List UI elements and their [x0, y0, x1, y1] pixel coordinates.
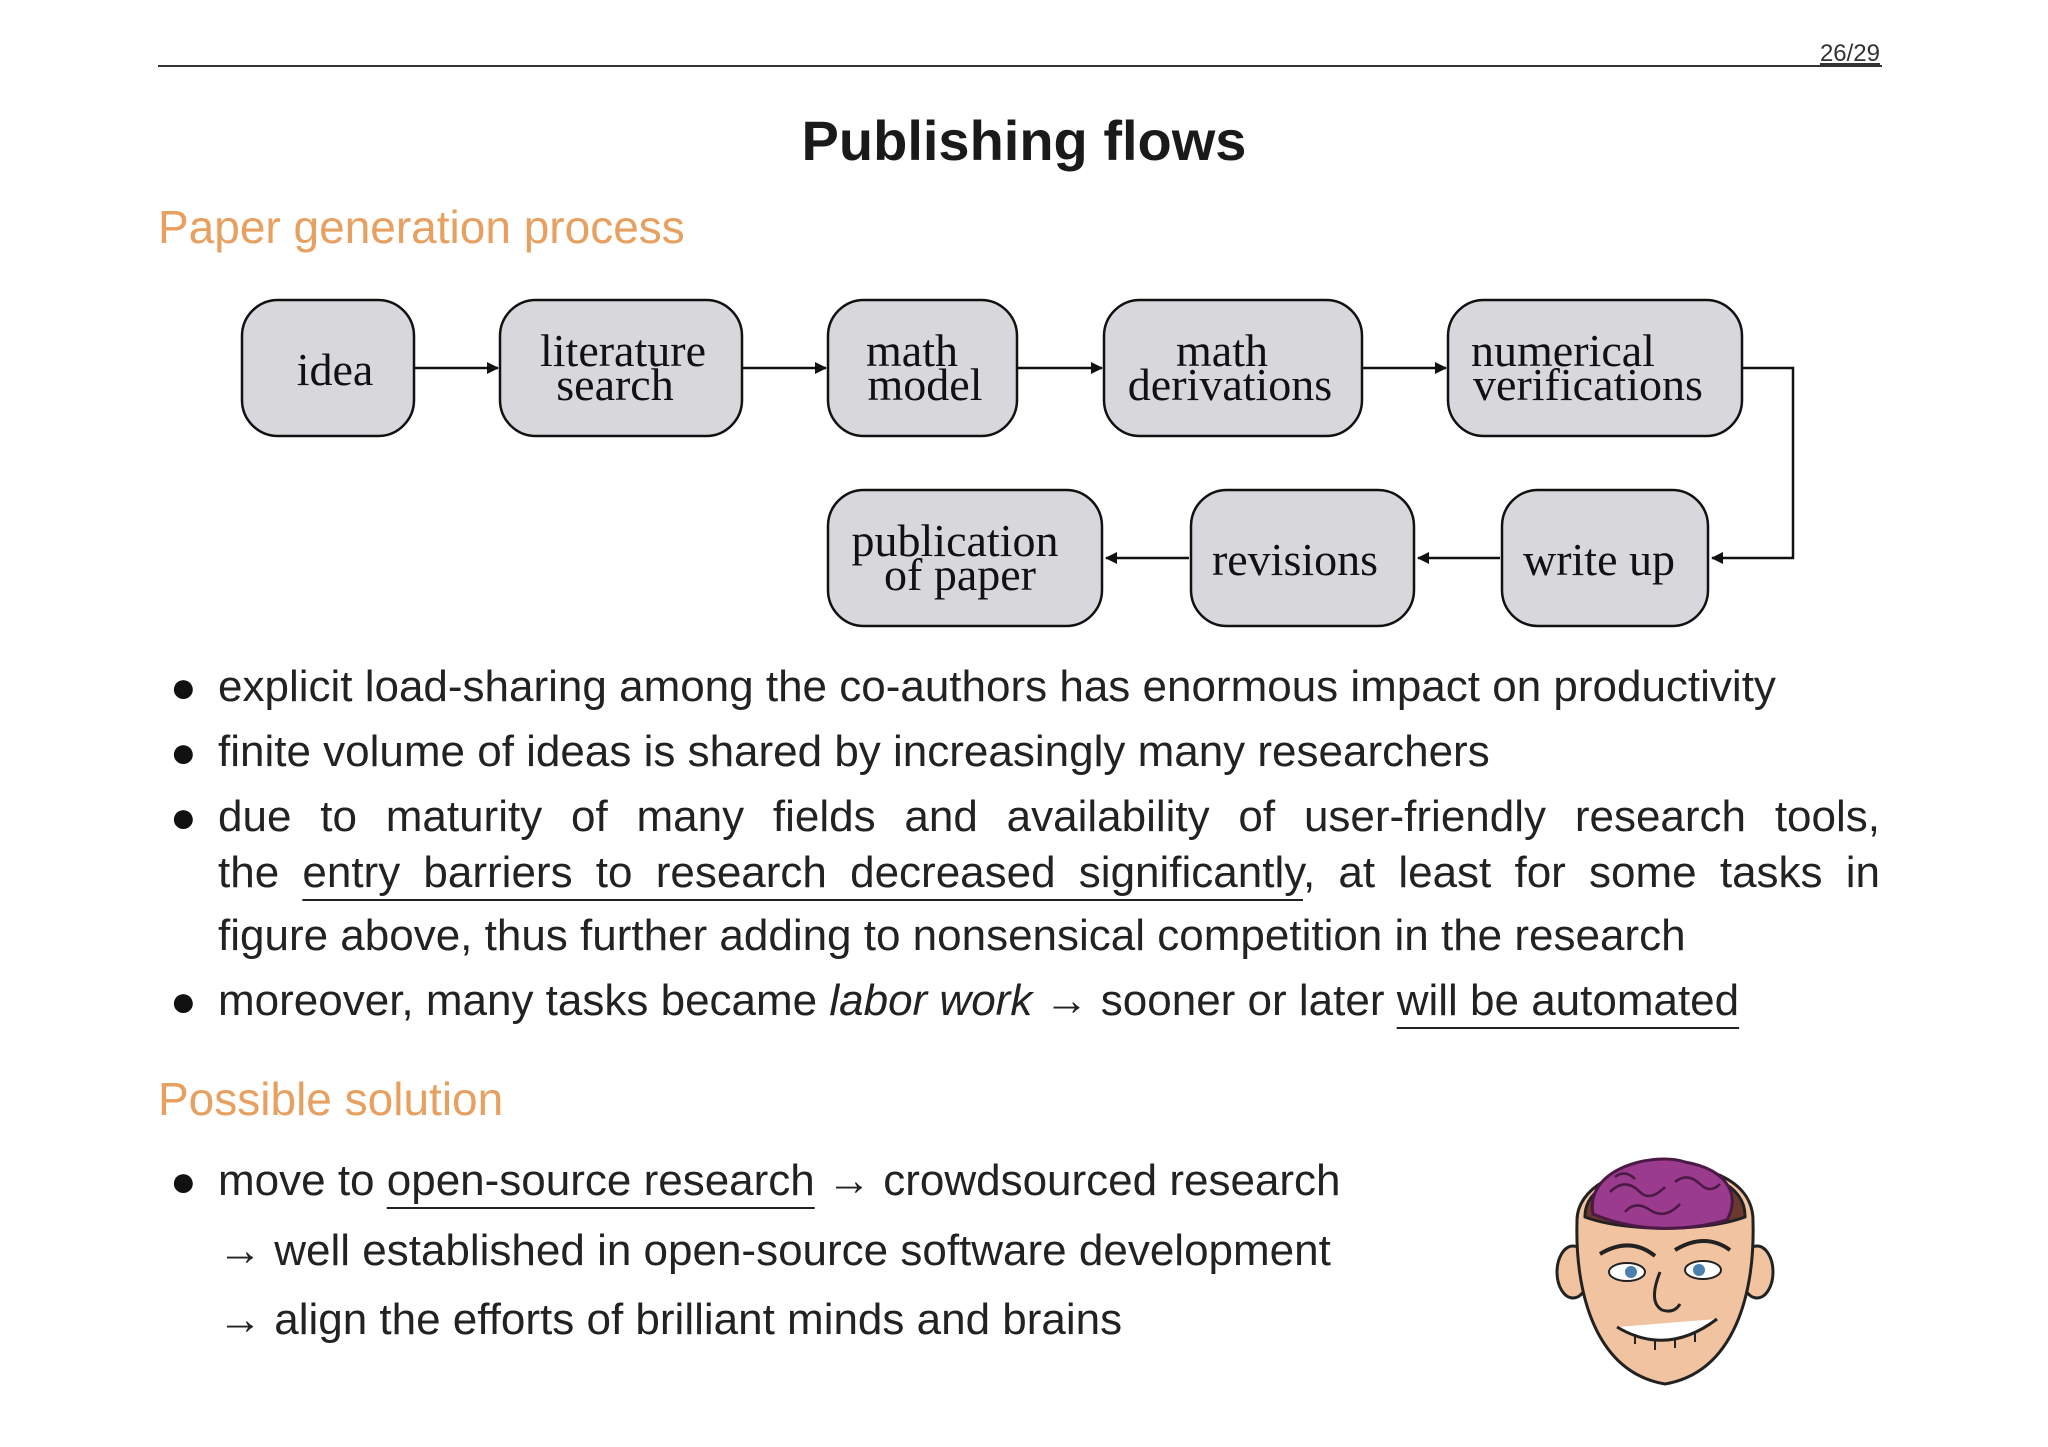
node-numerical-verifications: numerical verifications [1446, 298, 1744, 438]
node-math-model: math model [826, 298, 1019, 438]
bullet-dot: ● [170, 1157, 197, 1206]
node-math-derivations-label-2: derivations [1128, 359, 1332, 410]
text-segment: move to [218, 1156, 387, 1205]
header-rule [158, 65, 1882, 67]
bullet-finite-volume: finite volume of ideas is shared by incr… [218, 727, 1490, 776]
sub-item-brilliant-minds: → align the efforts of brilliant minds a… [218, 1295, 1123, 1344]
node-literature-search: literature search [498, 298, 744, 438]
bullet-dot: ● [170, 793, 197, 842]
node-write-up: write up [1500, 488, 1710, 628]
bullet-dot: ● [170, 728, 197, 777]
node-math-model-label-1: math [866, 325, 958, 376]
node-write-up-label: write up [1523, 534, 1675, 585]
bullet-maturity-line-3: figure above, thus further adding to non… [218, 911, 1686, 960]
node-revisions: revisions [1189, 488, 1416, 628]
node-numerical-verifications-label-1: numerical [1471, 325, 1655, 376]
node-publication-label-1: publication [852, 515, 1059, 566]
underlined-will-be-automated: will be automated [1396, 976, 1740, 1025]
node-literature-search-label-2: search [556, 359, 673, 410]
paper-generation-flow-diagram: idea literature search math model math d… [240, 298, 1795, 628]
node-math-model-label-2: model [868, 359, 983, 410]
node-numerical-verifications-label-2: verifications [1473, 359, 1703, 410]
bullet-maturity-line-2: the entry barriers to research decreased… [218, 842, 1880, 904]
text-segment: → crowdsourced research [814, 1156, 1341, 1205]
text-segment: → sooner or later [1032, 976, 1397, 1025]
bullet-dot: ● [170, 977, 197, 1026]
cartoon-brain-head-icon [1555, 1157, 1775, 1386]
text-segment: moreover, many tasks became [218, 976, 830, 1025]
page-number[interactable]: 26/29 [1819, 40, 1880, 67]
bullet-labor-work: moreover, many tasks became labor work →… [218, 970, 1739, 1032]
text-segment: , at least for some tasks in [1302, 848, 1881, 897]
text-segment: the [218, 848, 303, 897]
slide-title: Publishing flows [801, 109, 1247, 172]
node-idea-label: idea [297, 344, 374, 395]
emphasis-labor-work: labor work [829, 976, 1033, 1025]
underlined-entry-barriers: entry barriers to research decreased sig… [302, 848, 1303, 897]
section-heading-paper-generation: Paper generation process [158, 201, 685, 253]
node-math-derivations-label-1: math [1176, 325, 1268, 376]
node-publication-label-2: of paper [884, 549, 1036, 600]
node-revisions-label: revisions [1212, 534, 1378, 585]
section-heading-possible-solution: Possible solution [158, 1073, 504, 1125]
edge-numerical-verifications-to-write-up [1711, 366, 1795, 564]
underlined-open-source-research: open-source research [386, 1156, 815, 1205]
node-publication-of-paper: publication of paper [826, 488, 1104, 628]
bullet-maturity-line-1: due to maturity of many fields and avail… [218, 792, 1880, 841]
node-literature-search-label-1: literature [540, 325, 706, 376]
bullet-dot: ● [170, 663, 197, 712]
node-idea: idea [240, 298, 416, 438]
bullet-load-sharing: explicit load-sharing among the co-autho… [218, 662, 1776, 711]
bullet-open-source: move to open-source research → crowdsour… [218, 1150, 1341, 1212]
node-math-derivations: math derivations [1102, 298, 1364, 438]
sub-item-software-development: → well established in open-source softwa… [218, 1226, 1331, 1275]
